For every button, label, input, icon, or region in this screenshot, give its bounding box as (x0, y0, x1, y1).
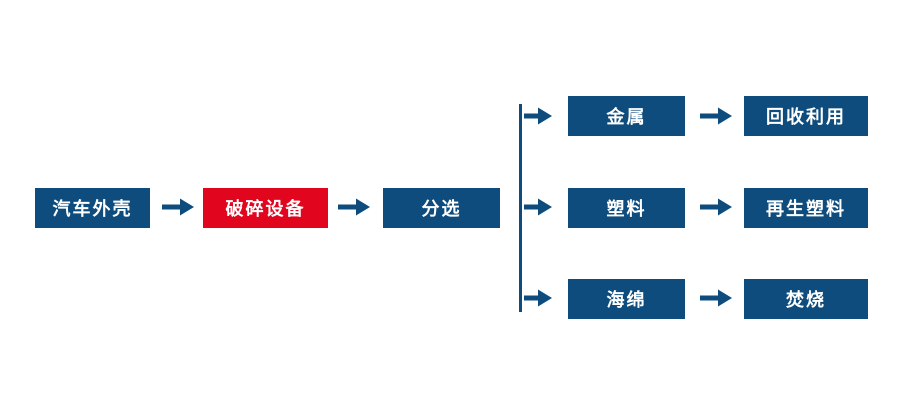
arrow-metal-to-recycle-icon (700, 107, 732, 125)
arrow-car-to-crusher-icon (162, 198, 194, 216)
node-metal: 金属 (568, 96, 685, 136)
arrow-branch-plastic-icon (524, 198, 552, 216)
node-sorting: 分选 (383, 188, 500, 228)
arrow-plastic-to-replastic-icon (700, 198, 732, 216)
node-incineration: 焚烧 (744, 279, 868, 319)
branch-line (519, 104, 522, 312)
arrow-branch-metal-icon (524, 107, 552, 125)
node-car-shell: 汽车外壳 (35, 188, 150, 228)
arrow-sponge-to-burn-icon (700, 289, 732, 307)
arrow-crusher-to-sorting-icon (338, 198, 370, 216)
arrow-branch-sponge-icon (524, 289, 552, 307)
node-recycle: 回收利用 (744, 96, 868, 136)
node-sponge: 海绵 (568, 279, 685, 319)
node-crusher: 破碎设备 (203, 188, 328, 228)
node-recycled-plastic: 再生塑料 (744, 188, 868, 228)
node-plastic: 塑料 (568, 188, 685, 228)
